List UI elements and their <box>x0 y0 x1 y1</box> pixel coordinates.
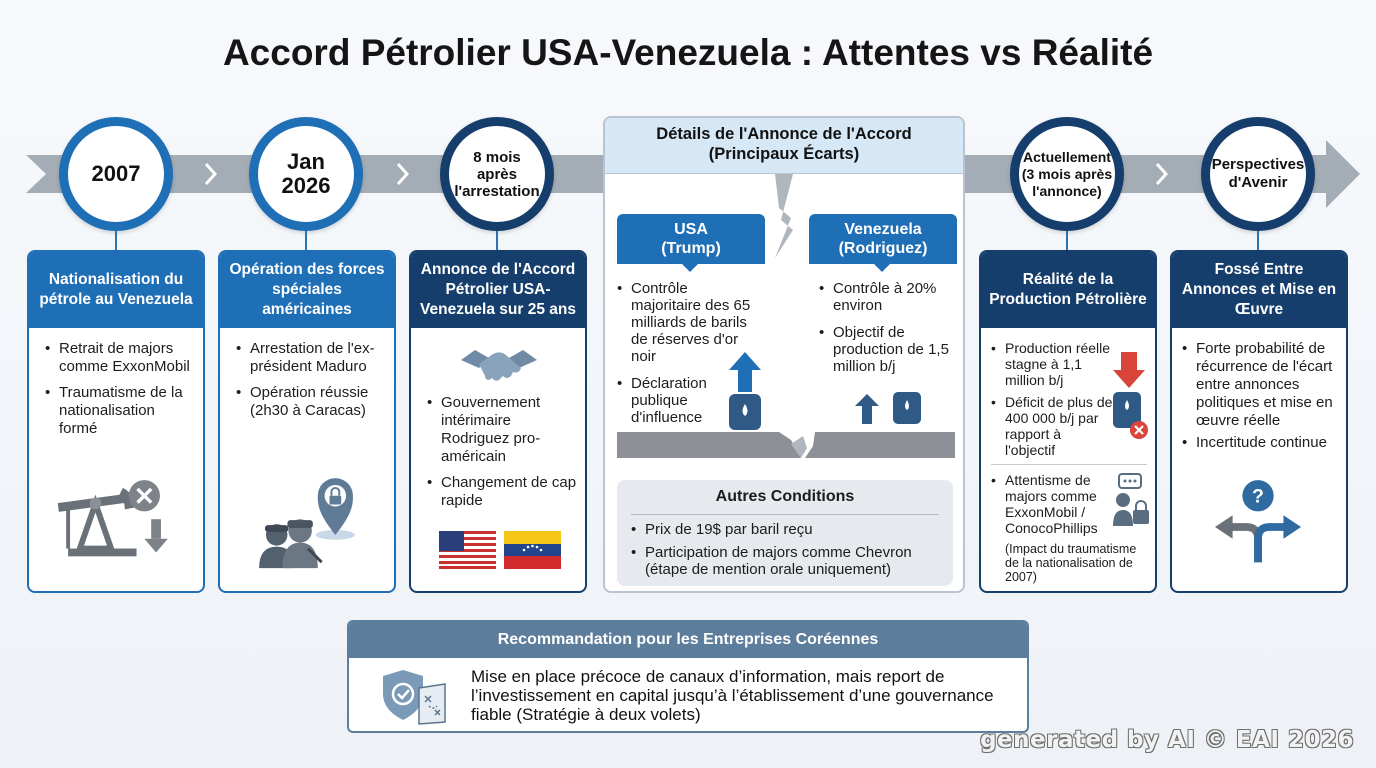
connector <box>1257 231 1259 250</box>
card-heading: Réalité de la Production Pétrolière <box>981 252 1155 328</box>
recommendation-heading: Recommandation pour les Entreprises Coré… <box>349 622 1027 658</box>
recommendation-text: Mise en place précoce de canaux d’inform… <box>471 667 994 724</box>
oil-barrel-down-icon <box>1113 352 1148 439</box>
other-condition-item: Prix de 19$ par baril reçu <box>631 521 943 538</box>
venezuela-bullet: Contrôle à 20% environ <box>819 280 959 314</box>
handshake-icon <box>461 350 537 381</box>
recommendation-box: Recommandation pour les Entreprises Coré… <box>347 620 1029 733</box>
timeline-card-jan-2026: Opération des forces spéciales américain… <box>218 250 396 593</box>
card-bullet: Gouvernement intérimaire Rodriguez pro-a… <box>427 394 577 466</box>
nationalisation-impact-note: (Impact du traumatisme de la nationalisa… <box>1005 542 1137 584</box>
other-condition-item: Participation de majors comme Chevron (é… <box>631 544 943 578</box>
card-bullet: Déficit de plus de 400 000 b/j par rappo… <box>991 394 1115 458</box>
venezuela-flag-icon <box>504 531 561 569</box>
card-bullet: Incertitude continue <box>1182 434 1340 452</box>
card-heading: Nationalisation du pétrole au Venezuela <box>29 252 203 328</box>
split-divider <box>617 174 955 458</box>
connector <box>115 231 117 250</box>
usa-bullet: Déclaration publique d'influence <box>617 375 755 426</box>
other-conditions-heading: Autres Conditions <box>715 488 855 505</box>
investor-lock-icon <box>1113 473 1149 526</box>
details-heading-text: Détails de l'Annonce de l'Accord (Princi… <box>656 125 912 163</box>
usa-flag-icon <box>439 531 496 569</box>
timeline-circle-jan-2026: Jan 2026 <box>249 117 363 231</box>
card-heading: Opération des forces spéciales américain… <box>220 252 394 328</box>
usa-bullets: Contrôle majoritaire des 65 milliards de… <box>617 280 755 436</box>
venezuela-bullet: Objectif de production de 1,5 million b/… <box>819 324 959 375</box>
shield-strategy-icon <box>383 670 446 725</box>
card-heading: Fossé Entre Annonces et Mise en Œuvre <box>1172 252 1346 328</box>
barrel-small-up-icon <box>855 392 921 424</box>
usa-bullet: Contrôle majoritaire des 65 milliards de… <box>617 280 755 365</box>
connector <box>305 231 307 250</box>
connector <box>1066 231 1068 250</box>
card-bullet: Forte probabilité de récurrence de l'éca… <box>1182 340 1340 430</box>
timeline-card-annonce: Annonce de l'Accord Pétrolier USA-Venezu… <box>409 250 587 593</box>
timeline-card-2007: Nationalisation du pétrole au Venezuela … <box>27 250 205 593</box>
venezuela-bullets: Contrôle à 20% environ Objectif de produ… <box>819 280 959 385</box>
question-arrows-icon: ? <box>1215 480 1302 563</box>
page-title: Accord Pétrolier USA-Venezuela : Attente… <box>222 32 1154 73</box>
other-conditions-box: Autres Conditions Prix de 19$ par baril … <box>617 480 953 586</box>
timeline-circle-2007: 2007 <box>59 117 173 231</box>
deal-details-panel: Détails de l'Annonce de l'Accord (Princi… <box>603 116 965 593</box>
timeline-circle-actuellement: Actuellement (3 mois après l'annonce) <box>1010 117 1124 231</box>
card-bullet: Retrait de majors comme ExxonMobil <box>45 340 195 376</box>
card-bullet: Changement de cap rapide <box>427 474 577 510</box>
card-bullet: Production réelle stagne à 1,1 million b… <box>991 340 1115 388</box>
timeline-card-perspectives: Fossé Entre Annonces et Mise en Œuvre Fo… <box>1170 250 1348 593</box>
card-heading: Annonce de l'Accord Pétrolier USA-Venezu… <box>411 252 585 328</box>
connector <box>496 231 498 250</box>
divider <box>991 464 1147 465</box>
card-bullet: Arrestation de l'ex-président Maduro <box>236 340 386 376</box>
usa-subheading: USA (Trump) <box>617 214 765 272</box>
timeline-circle-8-mois: 8 mois après l'arrestation <box>440 117 554 231</box>
watermark: generated by AI © EAI 2026 <box>980 727 1354 753</box>
oil-pump-icon <box>57 480 168 557</box>
soldiers-location-icon <box>259 478 355 569</box>
card-bullet: Traumatisme de la nationalisation formé <box>45 384 195 438</box>
divider <box>631 514 939 515</box>
timeline-card-actuellement: Réalité de la Production Pétrolière Prod… <box>979 250 1157 593</box>
svg-text:?: ? <box>1252 486 1264 508</box>
timeline-circle-perspectives: Perspectives d'Avenir <box>1201 117 1315 231</box>
card-bullet: Attentisme de majors comme ExxonMobil / … <box>991 472 1115 536</box>
card-bullet: Opération réussie (2h30 à Caracas) <box>236 384 386 420</box>
venezuela-subheading: Venezuela (Rodriguez) <box>809 214 957 272</box>
barrel-up-icon <box>729 352 761 430</box>
details-heading: Détails de l'Annonce de l'Accord (Princi… <box>605 118 963 174</box>
